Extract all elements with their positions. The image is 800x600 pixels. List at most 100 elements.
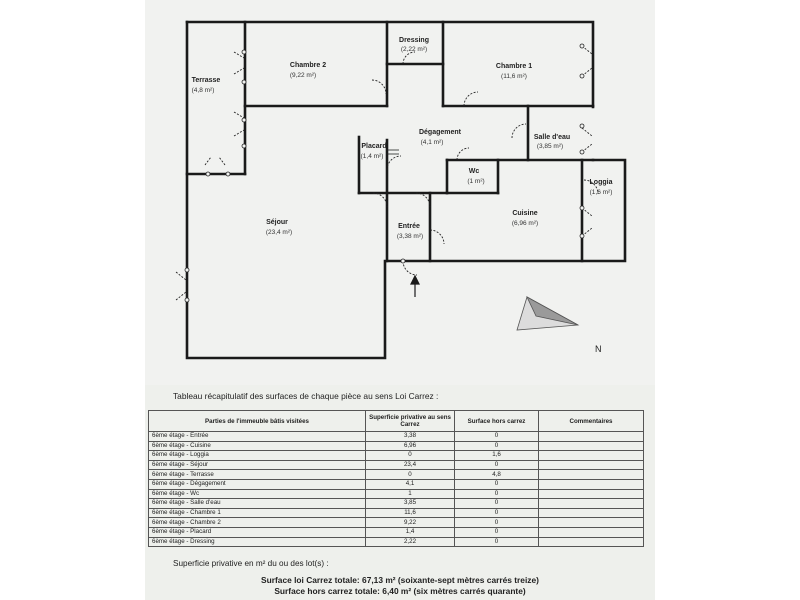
cell-hors-carrez: 0 [454, 536, 539, 548]
cell-hors-carrez: 4,8 [454, 469, 539, 480]
svg-text:Placard: Placard [361, 143, 386, 150]
cell-carrez: 6,96 [365, 440, 455, 452]
svg-text:Loggia: Loggia [590, 179, 613, 186]
room-chambre-1: Chambre 1 (11,6 m²) [496, 63, 532, 80]
svg-text:(1,4 m²): (1,4 m²) [361, 153, 384, 160]
cell-hors-carrez: 0 [454, 517, 539, 528]
cell-piece: 6ème étage - Entrée [148, 431, 366, 442]
cell-commentaire [538, 440, 644, 452]
cell-carrez: 11,6 [365, 507, 455, 519]
svg-text:(4,8 m²): (4,8 m²) [192, 87, 215, 94]
svg-text:(23,4 m²): (23,4 m²) [266, 229, 292, 236]
cell-piece: 6ème étage - Loggia [148, 450, 366, 461]
cell-piece: 6ème étage - Placard [148, 526, 366, 538]
cell-carrez: 23,4 [365, 459, 455, 471]
svg-text:Wc: Wc [469, 168, 480, 175]
svg-text:(2,22 m²): (2,22 m²) [401, 46, 427, 53]
room-loggia: Loggia (1,6 m²) [590, 179, 613, 196]
cell-carrez: 0 [365, 450, 455, 461]
room-wc: Wc (1 m²) [467, 168, 484, 185]
cell-piece: 6ème étage - Séjour [148, 459, 366, 471]
cell-commentaire [538, 498, 644, 509]
cell-hors-carrez: 0 [454, 440, 539, 452]
entrance-arrow [410, 274, 420, 297]
table-header-row: Parties de l'immeuble bâtis visitées Sup… [148, 410, 644, 432]
room-placard: Placard (1,4 m²) [361, 143, 387, 160]
cell-hors-carrez: 1,6 [454, 450, 539, 461]
room-terrasse: Terrasse (4,8 m²) [192, 77, 221, 94]
svg-text:(9,22 m²): (9,22 m²) [290, 72, 316, 79]
header-parties: Parties de l'immeuble bâtis visitées [148, 410, 366, 432]
svg-text:(11,6 m²): (11,6 m²) [501, 73, 527, 80]
cell-carrez: 1,4 [365, 526, 455, 538]
svg-text:Cuisine: Cuisine [512, 210, 537, 217]
total-hors-carrez: Surface hors carrez totale: 6,40 m² (six… [274, 586, 526, 596]
room-degagement: Dégagement (4,1 m²) [419, 129, 462, 146]
cell-hors-carrez: 0 [454, 488, 539, 500]
cell-hors-carrez: 0 [454, 507, 539, 519]
cell-carrez: 9,22 [365, 517, 455, 528]
cell-hors-carrez: 0 [454, 478, 539, 490]
cell-carrez: 1 [365, 488, 455, 500]
cell-hors-carrez: 0 [454, 431, 539, 442]
cell-commentaire [538, 469, 644, 480]
cell-carrez: 4,1 [365, 478, 455, 490]
cell-commentaire [538, 488, 644, 500]
svg-text:Chambre 2: Chambre 2 [290, 62, 326, 69]
svg-text:Séjour: Séjour [266, 219, 288, 226]
svg-text:Dressing: Dressing [399, 37, 429, 44]
table-caption: Tableau récapitulatif des surfaces de ch… [173, 391, 439, 401]
cell-piece: 6ème étage - Chambre 1 [148, 507, 366, 519]
svg-text:Chambre 1: Chambre 1 [496, 63, 532, 70]
svg-text:(1,6 m²): (1,6 m²) [590, 189, 613, 196]
room-sejour: Séjour (23,4 m²) [266, 219, 292, 236]
cell-piece: 6ème étage - Dressing [148, 536, 366, 548]
svg-text:Dégagement: Dégagement [419, 129, 462, 136]
room-cuisine: Cuisine (6,96 m²) [512, 210, 538, 227]
cell-piece: 6ème étage - Salle d'eau [148, 498, 366, 509]
cell-commentaire [538, 526, 644, 538]
svg-text:Terrasse: Terrasse [192, 77, 221, 84]
cell-hors-carrez: 0 [454, 498, 539, 509]
svg-text:(4,1 m²): (4,1 m²) [421, 139, 444, 146]
cell-piece: 6ème étage - Dégagement [148, 478, 366, 490]
cell-piece: 6ème étage - Wc [148, 488, 366, 500]
total-carrez: Surface loi Carrez totale: 67,13 m² (soi… [261, 575, 539, 585]
svg-text:(1 m²): (1 m²) [467, 178, 484, 185]
room-dressing: Dressing (2,22 m²) [399, 37, 429, 53]
cell-hors-carrez: 0 [454, 459, 539, 471]
header-commentaires: Commentaires [538, 410, 644, 432]
north-arrow-icon [516, 296, 580, 331]
floor-plan: N Chambre 2 (9,22 m²) Dressing (2,22 m²)… [175, 20, 627, 360]
room-salle-deau: Salle d'eau (3,85 m²) [534, 134, 570, 150]
svg-text:Entrée: Entrée [398, 223, 420, 230]
cell-piece: 6ème étage - Cuisine [148, 440, 366, 452]
superficie-note: Superficie privative en m² du ou des lot… [173, 559, 329, 568]
room-chambre-2: Chambre 2 (9,22 m²) [290, 62, 326, 79]
cell-piece: 6ème étage - Chambre 2 [148, 517, 366, 528]
cell-carrez: 3,38 [365, 431, 455, 442]
north-label: N [595, 344, 602, 354]
svg-text:(6,96 m²): (6,96 m²) [512, 220, 538, 227]
cell-commentaire [538, 459, 644, 471]
header-superficie-carrez: Superficie privative au sens Carrez [365, 410, 455, 432]
cell-carrez: 3,85 [365, 498, 455, 509]
header-hors-carrez: Surface hors carrez [454, 410, 539, 432]
svg-text:(3,85 m²): (3,85 m²) [537, 143, 563, 150]
cell-commentaire [538, 478, 644, 490]
cell-commentaire [538, 431, 644, 442]
cell-commentaire [538, 507, 644, 519]
room-entree: Entrée (3,38 m²) [397, 223, 423, 240]
cell-carrez: 0 [365, 469, 455, 480]
